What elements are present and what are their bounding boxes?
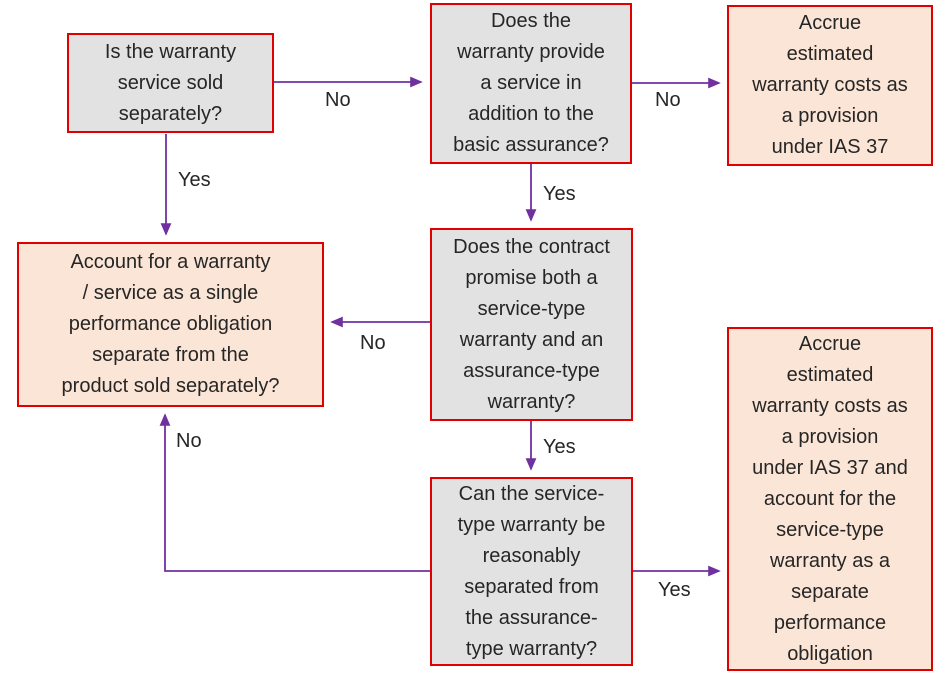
edge-label-service-no: No [655, 89, 681, 111]
outcome-accrue-and-separate-obligation: Accrue estimated warranty costs as a pro… [727, 327, 933, 671]
edge-label-separated-no: No [176, 430, 202, 452]
outcome-single-performance-obligation: Account for a warranty / service as a si… [17, 242, 324, 407]
edge-label-promise-yes: Yes [543, 436, 576, 458]
decision-warranty-sold-separately: Is the warranty service sold separately? [67, 33, 274, 133]
edge-label-separated-yes: Yes [658, 579, 691, 601]
decision-reasonably-separated: Can the service- type warranty be reason… [430, 477, 633, 666]
decision-service-in-addition: Does the warranty provide a service in a… [430, 3, 632, 164]
edge-label-promise-no: No [360, 332, 386, 354]
edge-label-sold-no: No [325, 89, 351, 111]
edge-label-service-yes: Yes [543, 183, 576, 205]
arrow-separated-no [159, 413, 430, 572]
edge-label-sold-yes: Yes [178, 169, 211, 191]
decision-promise-both-warranties: Does the contract promise both a service… [430, 228, 633, 421]
outcome-accrue-provision-ias37: Accrue estimated warranty costs as a pro… [727, 5, 933, 166]
